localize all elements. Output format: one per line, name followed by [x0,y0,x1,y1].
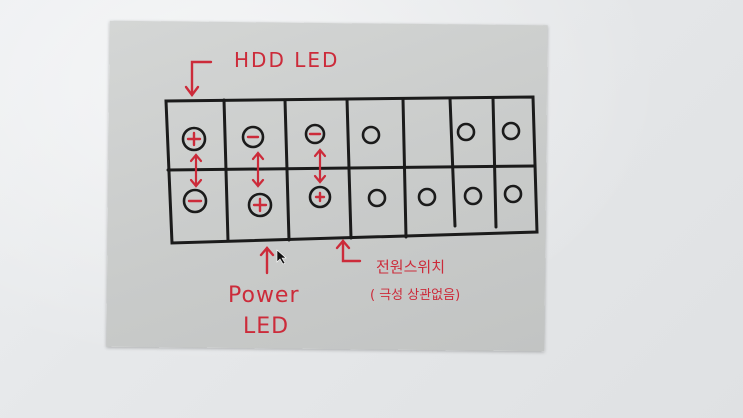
mouse-cursor-icon [276,249,287,265]
polarity-marks [186,131,326,213]
header-grid [164,95,539,245]
power-led-arrow [259,246,275,275]
power-switch-label: 전원스위치 [376,258,446,276]
power-switch-arrow [335,239,362,263]
hdd-led-label: HDD LED [234,48,340,72]
pin-row-top [181,121,521,152]
polarity-note: ( 극성 상관없음) [370,288,461,303]
hdd-led-arrow [184,60,213,97]
power-label: Power [228,283,300,308]
pin-row-bottom [182,184,523,218]
pair-arrows [189,148,327,188]
led-label: LED [243,314,290,339]
